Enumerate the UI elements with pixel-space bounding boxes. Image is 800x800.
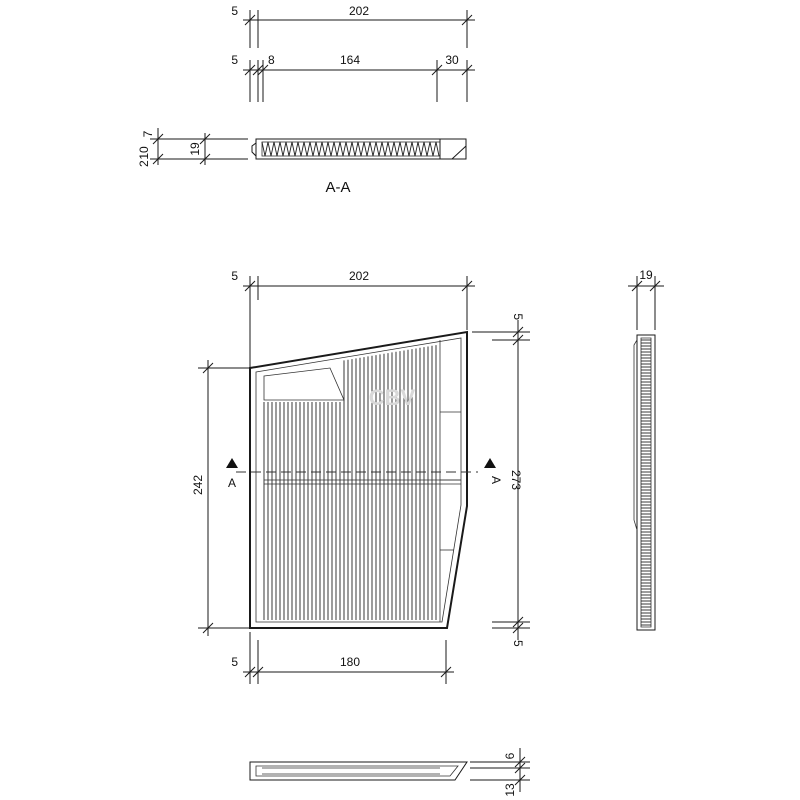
dim-top-offset: 5: [231, 4, 238, 18]
bottom-width-dimension: 5 180: [231, 632, 454, 684]
top-dimension-202: 5 202: [231, 4, 475, 48]
dim-sec-a: 2: [137, 160, 151, 167]
filter-side-view: 19: [628, 268, 664, 631]
dim-bottom-width: 180: [340, 655, 360, 669]
dim-overall-height: 273: [509, 470, 523, 490]
section-label: A-A: [325, 179, 350, 196]
filter-front-view: A A CBV: [226, 330, 503, 629]
section-pleat-zigzag: [261, 141, 440, 157]
dim-main-offset: 5: [231, 269, 238, 283]
dim-bottom-gap: 5: [511, 640, 525, 647]
dim-mid-c: 30: [445, 53, 459, 67]
dim-mid-offset: 5: [231, 53, 238, 67]
dim-main-height: 242: [191, 475, 205, 495]
mid-dimension-chain: 5 8 164 30: [231, 53, 475, 102]
dim-mid-a: 8: [268, 53, 275, 67]
dim-side-thickness: 19: [639, 268, 653, 282]
section-a-a-profile: 2 10 7 19 A-A: [137, 128, 467, 196]
dim-bottom-view-a: 6: [503, 752, 517, 759]
dim-bottom-offset: 5: [231, 655, 238, 669]
dim-mid-b: 164: [340, 53, 360, 67]
dim-bottom-view-b: 13: [503, 783, 517, 797]
filter-bottom-view: 6 13: [249, 748, 530, 797]
dim-top-gap: 5: [511, 313, 525, 320]
dim-sec-c: 7: [141, 130, 155, 137]
section-marker-left: A: [228, 476, 236, 490]
section-marker-right: A: [489, 476, 503, 484]
main-top-dimension: 5 202: [231, 269, 475, 368]
dim-top-width: 202: [349, 4, 369, 18]
dim-main-width: 202: [349, 269, 369, 283]
left-height-dimension: 242: [191, 360, 250, 636]
watermark: CBV: [369, 385, 416, 410]
dim-sec-h: 19: [188, 142, 202, 156]
dim-sec-b: 10: [137, 146, 151, 160]
right-height-dimension: 5 273 5: [472, 313, 530, 647]
